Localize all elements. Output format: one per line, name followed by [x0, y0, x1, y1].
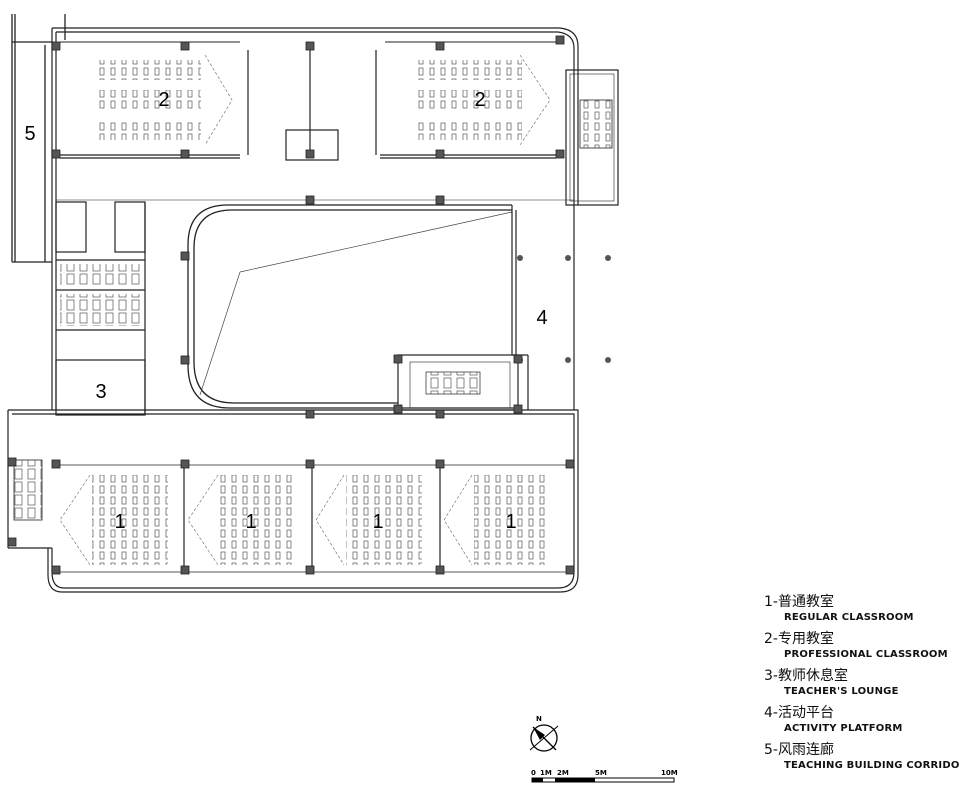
- legend-en: TEACHING BUILDING CORRIDOR: [784, 760, 960, 771]
- north-arrow-label: N: [536, 715, 542, 723]
- legend-zh: 3-教师休息室: [764, 668, 848, 684]
- room-label-regular-4: 1: [505, 511, 516, 533]
- legend-zh: 1-普通教室: [764, 594, 834, 610]
- activity-platform: [511, 205, 611, 410]
- scale-label-10m: 10M: [661, 769, 678, 777]
- stair-top-right: [565, 69, 619, 206]
- legend-zh: 4-活动平台: [764, 705, 834, 721]
- north-arrow: N: [529, 715, 559, 752]
- legend: 1-普通教室 REGULAR CLASSROOM 2-专用教室 PROFESSI…: [764, 594, 960, 779]
- room-label-platform: 4: [536, 307, 547, 329]
- legend-en: PROFESSIONAL CLASSROOM: [784, 649, 948, 660]
- legend-en: ACTIVITY PLATFORM: [784, 723, 903, 734]
- room-label-regular-1: 1: [114, 511, 125, 533]
- legend-item-platform: 4-活动平台 ACTIVITY PLATFORM: [764, 705, 960, 735]
- top-wing: [51, 27, 579, 205]
- stair-center: [397, 354, 519, 411]
- legend-zh: 2-专用教室: [764, 631, 834, 647]
- north-arrow-circle: [530, 724, 558, 752]
- structural-columns: [7, 35, 575, 575]
- legend-item-professional: 2-专用教室 PROFESSIONAL CLASSROOM: [764, 631, 960, 661]
- legend-en: TEACHER'S LOUNGE: [784, 686, 899, 697]
- room-label-lounge: 3: [95, 381, 106, 403]
- scale-label-2m: 2M: [557, 769, 569, 777]
- room-label-regular-2: 1: [245, 511, 256, 533]
- scale-label-0: 0: [531, 769, 536, 777]
- room-label-regular-3: 1: [372, 511, 383, 533]
- legend-en: REGULAR CLASSROOM: [784, 612, 914, 623]
- scale-bar: 0 1M 2M 5M 10M: [531, 769, 678, 783]
- room-label-corridor: 5: [24, 123, 35, 145]
- scale-label-5m: 5M: [595, 769, 607, 777]
- room-label-professional-left: 2: [158, 89, 169, 111]
- legend-item-lounge: 3-教师休息室 TEACHER'S LOUNGE: [764, 668, 960, 698]
- legend-zh: 5-风雨连廊: [764, 742, 834, 758]
- scale-label-1m: 1M: [540, 769, 552, 777]
- legend-item-regular: 1-普通教室 REGULAR CLASSROOM: [764, 594, 960, 624]
- bottom-wing: [7, 409, 579, 593]
- corridor-5: [11, 14, 66, 263]
- courtyard: [187, 204, 515, 409]
- legend-item-corridor: 5-风雨连廊 TEACHING BUILDING CORRIDOR: [764, 742, 960, 772]
- service-block: [51, 200, 146, 416]
- room-label-professional-right: 2: [474, 89, 485, 111]
